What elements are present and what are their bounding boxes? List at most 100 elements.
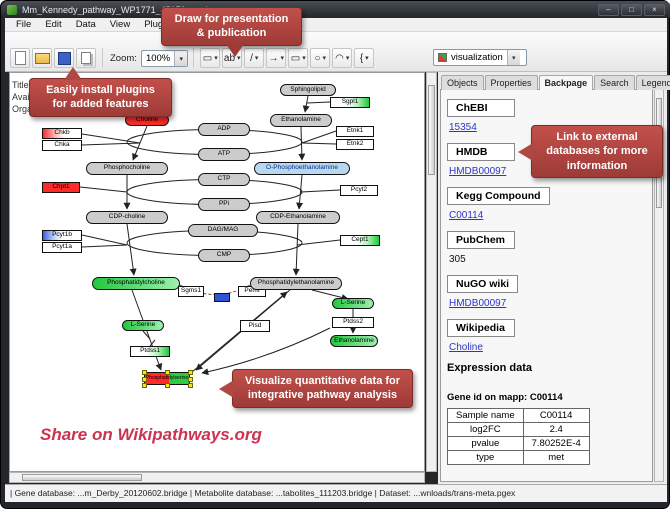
- tab-legend[interactable]: Legend: [635, 75, 670, 90]
- pathway-node-ethanolamine[interactable]: Ethanolamine: [330, 335, 378, 347]
- arc-tool[interactable]: ◠▾: [332, 48, 353, 68]
- title-bar[interactable]: Mm_Kennedy_pathway_WP1771_45176.gpml – □…: [1, 1, 670, 18]
- pathway-node-phosphatidylethanolamine[interactable]: Phosphatidylethanolamine: [250, 277, 342, 290]
- save-button[interactable]: [54, 48, 74, 68]
- pathway-node-pisd[interactable]: Pisd: [240, 320, 270, 332]
- new-file-button[interactable]: [10, 48, 30, 68]
- menu-plugins[interactable]: Plugins: [144, 19, 176, 30]
- visualization-dropdown[interactable]: ▾: [506, 50, 520, 65]
- vertical-scrollbar-thumb[interactable]: [428, 85, 435, 175]
- menu-data[interactable]: Data: [75, 19, 96, 30]
- external-db-link[interactable]: Choline: [449, 342, 483, 353]
- open-folder-button[interactable]: [32, 48, 52, 68]
- pathway-node-phosphocholine[interactable]: Phosphocholine: [86, 162, 168, 175]
- pathway-node-o-phosphoethanolamine[interactable]: O-Phosphoethanolamine: [254, 162, 350, 175]
- pathway-node-ppi[interactable]: PPi: [198, 198, 250, 211]
- pathway-node-sgms1[interactable]: Sgms1: [178, 286, 204, 297]
- datanode-tool[interactable]: ▭▾: [200, 48, 221, 68]
- menu-view[interactable]: View: [109, 19, 131, 30]
- pathway-node-etnk2[interactable]: Etnk2: [336, 139, 374, 150]
- pathway-node-chkb[interactable]: Chkb: [42, 128, 82, 139]
- canvas-horizontal-scrollbar[interactable]: [9, 472, 425, 483]
- tab-properties[interactable]: Properties: [484, 75, 538, 90]
- node-label: Pcyt1b: [52, 231, 72, 239]
- table-cell: Sample name: [447, 408, 524, 423]
- pathway-node-l-serine[interactable]: L-Serine: [332, 298, 374, 309]
- visualization-combobox[interactable]: visualization ▾: [433, 49, 527, 66]
- chevron-down-icon: ▾: [511, 54, 516, 62]
- pathway-node-ethanolamine[interactable]: Ethanolamine: [270, 114, 332, 127]
- pathway-node-pcyt1a[interactable]: Pcyt1a: [42, 242, 82, 253]
- tab-search[interactable]: Search: [594, 75, 635, 90]
- pathway-node-sgpl1[interactable]: Sgpl1: [330, 97, 370, 108]
- pathway-node-chpt1[interactable]: Chpt1: [42, 182, 80, 193]
- backpage-section-pubchem: PubChem 305: [447, 230, 646, 265]
- rectangle-tool[interactable]: ▭▾: [288, 48, 309, 68]
- backpage-section-hmdb: HMDB HMDB00097: [447, 142, 646, 177]
- external-db-link[interactable]: HMDB00097: [449, 166, 507, 177]
- toolbar-separator: [193, 48, 195, 68]
- pathway-node-cdp-ethanolamine[interactable]: CDP-Ethanolamine: [256, 211, 340, 224]
- pathway-node-atp[interactable]: ATP: [198, 148, 250, 161]
- ellipse-tool[interactable]: ○▾: [310, 48, 331, 68]
- node-label: CTP: [217, 175, 231, 183]
- node-label: Phosphatidylethanolamine: [257, 279, 335, 287]
- selection-handle[interactable]: [165, 383, 170, 388]
- pathway-node-dag-mag[interactable]: DAG/MAG: [188, 224, 258, 237]
- selection-handle[interactable]: [142, 383, 147, 388]
- tab-objects[interactable]: Objects: [441, 75, 484, 90]
- pathway-node-cmp[interactable]: CMP: [198, 249, 250, 262]
- selection-handle[interactable]: [188, 383, 193, 388]
- pathway-node-etnk1[interactable]: Etnk1: [336, 126, 374, 137]
- canvas-vertical-scrollbar[interactable]: [426, 72, 437, 472]
- tab-backpage[interactable]: Backpage: [538, 75, 594, 90]
- zoom-value: 100%: [145, 53, 171, 64]
- copy-button[interactable]: [76, 48, 96, 68]
- pathway-node-adp[interactable]: ADP: [198, 123, 250, 136]
- zoom-combobox[interactable]: 100% ▾: [140, 50, 189, 67]
- external-db-link[interactable]: HMDB00097: [449, 298, 507, 309]
- menu-file[interactable]: File: [16, 19, 32, 30]
- selection-handle[interactable]: [188, 370, 193, 375]
- selection-handle[interactable]: [142, 370, 147, 375]
- line-tool[interactable]: /▾: [244, 48, 265, 68]
- close-button[interactable]: ×: [644, 3, 665, 16]
- selection-handle[interactable]: [142, 376, 147, 382]
- pathway-node-pcyt1b[interactable]: Pcyt1b: [42, 230, 82, 241]
- visualization-value: visualization: [451, 52, 503, 63]
- pathway-node-pcyt2[interactable]: Pcyt2: [340, 185, 378, 196]
- callout-text: Easily install plugins for added feature…: [46, 84, 155, 111]
- pathway-node-highlight[interactable]: [214, 293, 230, 302]
- pathway-node-phosphatidylserine[interactable]: Phosphatidylserine: [142, 370, 193, 388]
- selection-handle[interactable]: [165, 370, 170, 375]
- label-tool-icon: ab: [223, 52, 236, 64]
- node-label: DAG/MAG: [207, 226, 239, 234]
- menu-edit[interactable]: Edit: [45, 19, 62, 30]
- pathway-node-ctp[interactable]: CTP: [198, 173, 250, 186]
- node-label: O-Phosphoethanolamine: [266, 164, 338, 172]
- node-label: Pisd: [248, 321, 262, 329]
- database-header: Wikipedia: [447, 319, 515, 337]
- copy-icon: [81, 52, 91, 64]
- pathway-node-chka[interactable]: Chka: [42, 140, 82, 151]
- pathway-node-l-serine[interactable]: L-Serine: [122, 320, 164, 331]
- arrow-tool[interactable]: →▾: [266, 48, 287, 68]
- pathway-node-ptdss1[interactable]: Ptdss1: [130, 346, 170, 357]
- brace-tool[interactable]: {▾: [354, 48, 375, 68]
- pathway-node-cept1[interactable]: Cept1: [340, 235, 380, 246]
- minimize-button[interactable]: –: [598, 3, 619, 16]
- horizontal-scrollbar-thumb[interactable]: [22, 474, 142, 481]
- pathway-node-sphingolipid[interactable]: Sphingolipid: [280, 84, 336, 96]
- pathway-node-phosphatidylcholine[interactable]: Phosphatidylcholine: [92, 277, 180, 290]
- chevron-down-icon: ▾: [345, 55, 350, 62]
- zoom-label: Zoom:: [110, 53, 137, 64]
- external-db-link[interactable]: 15354: [449, 122, 477, 133]
- chevron-down-icon: ▾: [365, 55, 369, 62]
- pathway-node-ptdss2[interactable]: Ptdss2: [332, 317, 374, 328]
- pathway-node-cdp-choline[interactable]: CDP-choline: [86, 211, 168, 224]
- maximize-button[interactable]: □: [621, 3, 642, 16]
- zoom-dropdown[interactable]: ▾: [174, 51, 188, 66]
- external-db-link[interactable]: C00114: [449, 210, 484, 221]
- selection-handle[interactable]: [188, 376, 193, 382]
